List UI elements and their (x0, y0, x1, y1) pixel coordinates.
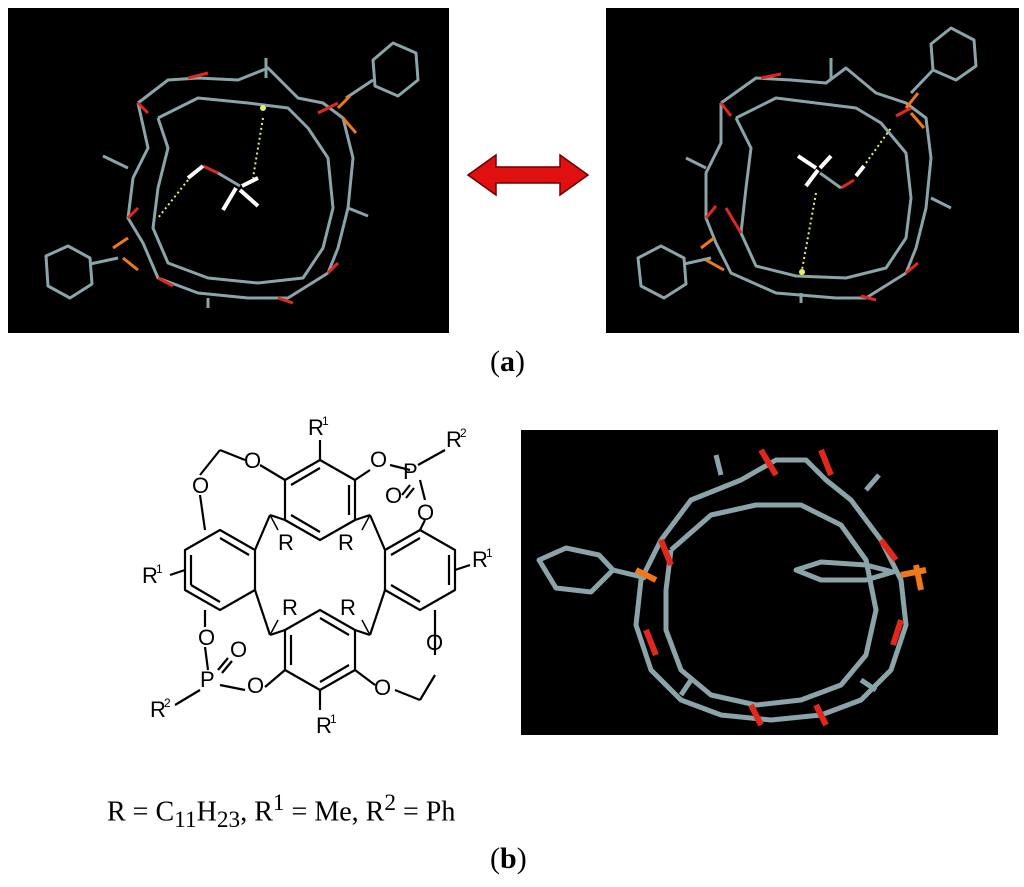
substituent-formula: R = C11H23, R1 = Me, R2 = Ph (107, 790, 456, 833)
svg-text:1: 1 (156, 562, 163, 576)
molecular-model-bottom (521, 430, 998, 735)
svg-text:O: O (247, 673, 264, 698)
svg-text:2: 2 (460, 426, 467, 440)
svg-text:R: R (142, 563, 158, 588)
svg-text:R: R (282, 595, 298, 620)
equilibrium-arrow-icon (466, 152, 590, 203)
svg-text:O: O (230, 637, 247, 662)
svg-text:R: R (446, 427, 462, 452)
svg-text:O: O (370, 447, 387, 472)
svg-text:R: R (150, 697, 166, 722)
svg-text:R: R (340, 595, 356, 620)
panel-b-label: (b) (490, 842, 527, 875)
svg-text:R: R (338, 530, 354, 555)
svg-text:1: 1 (322, 414, 329, 428)
svg-text:P: P (403, 459, 418, 484)
svg-text:R: R (308, 415, 324, 440)
svg-text:2: 2 (164, 696, 171, 710)
molecular-model-right (606, 8, 1019, 333)
svg-text:O: O (198, 625, 215, 650)
svg-text:R: R (278, 530, 294, 555)
svg-text:O: O (385, 483, 402, 508)
svg-text:R: R (316, 713, 332, 738)
svg-text:O: O (374, 675, 391, 700)
svg-text:1: 1 (486, 546, 493, 560)
svg-text:P: P (200, 667, 215, 692)
svg-text:O: O (417, 500, 434, 525)
svg-text:O: O (192, 473, 209, 498)
svg-text:R: R (472, 547, 488, 572)
panel-a-label: (a) (490, 345, 525, 378)
svg-text:1: 1 (330, 712, 337, 726)
cavitand-structure-diagram: O O O P O O O O P O O O R R R R R 1 R 1 … (120, 395, 520, 790)
molecular-model-left (8, 8, 449, 333)
svg-text:O: O (426, 630, 443, 655)
svg-text:O: O (244, 448, 261, 473)
